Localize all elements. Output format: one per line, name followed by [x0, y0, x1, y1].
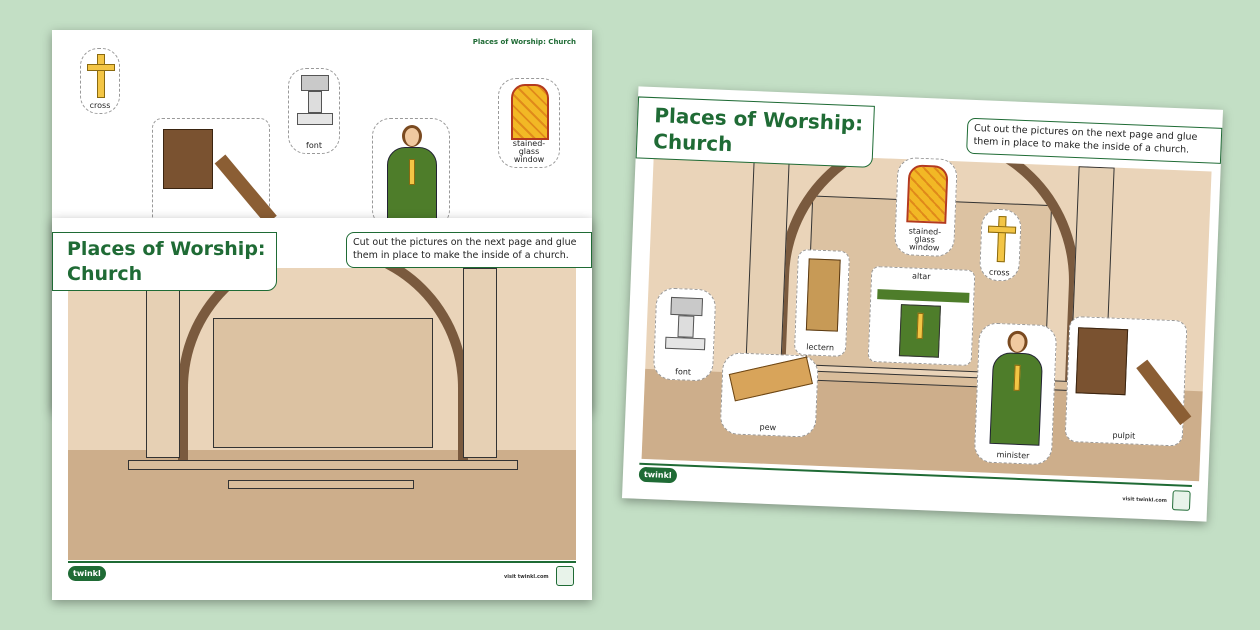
instructions: Cut out the pictures on the next page an… — [966, 117, 1223, 164]
font-icon — [301, 75, 329, 91]
placed-pew: pew — [719, 352, 819, 438]
quality-badge-icon — [1171, 490, 1191, 511]
minister-icon — [1007, 330, 1028, 354]
font-icon — [670, 296, 704, 317]
scene-worksheet-page: Places of Worship: Church Cut out the pi… — [52, 218, 592, 600]
pulpit-icon — [1075, 327, 1129, 396]
completed-worksheet-page: Places of Worship: Church Cut out the pi… — [621, 86, 1224, 522]
cutout-pulpit — [152, 118, 277, 228]
placed-lectern: lectern — [793, 248, 851, 357]
page-title: Places of Worship: Church — [635, 96, 875, 168]
lectern-icon — [805, 258, 841, 332]
quality-badge-icon — [556, 566, 574, 586]
page-header: Places of Worship: Church — [472, 38, 576, 46]
stained-glass-icon — [906, 164, 949, 224]
minister-icon — [402, 125, 422, 147]
cutout-label: font — [306, 141, 322, 150]
twinkl-logo: twinkl — [68, 566, 106, 581]
pew-icon — [728, 356, 813, 402]
cross-icon — [97, 54, 105, 98]
placed-font: font — [652, 287, 717, 382]
instructions: Cut out the pictures on the next page an… — [346, 232, 592, 268]
cutout-minister — [372, 118, 450, 237]
pulpit-icon — [163, 129, 213, 189]
cutout-font: font — [288, 68, 340, 154]
cutout-label: cross — [89, 101, 111, 110]
twinkl-logo: twinkl — [638, 466, 677, 484]
website-link[interactable]: visit twinkl.com — [1122, 496, 1168, 504]
website-link[interactable]: visit twinkl.com — [504, 574, 549, 580]
placed-minister: minister — [973, 322, 1058, 466]
cutout-cross: cross — [80, 48, 120, 114]
placed-pulpit: pulpit — [1064, 315, 1192, 447]
placed-cross: cross — [978, 208, 1022, 282]
placed-altar: altar — [867, 265, 976, 367]
page-title: Places of Worship: Church — [52, 232, 277, 292]
altar-icon — [877, 289, 970, 303]
arch — [178, 268, 468, 463]
cross-icon — [996, 215, 1007, 263]
stained-glass-icon — [511, 84, 549, 140]
church-interior-scene — [68, 268, 576, 560]
